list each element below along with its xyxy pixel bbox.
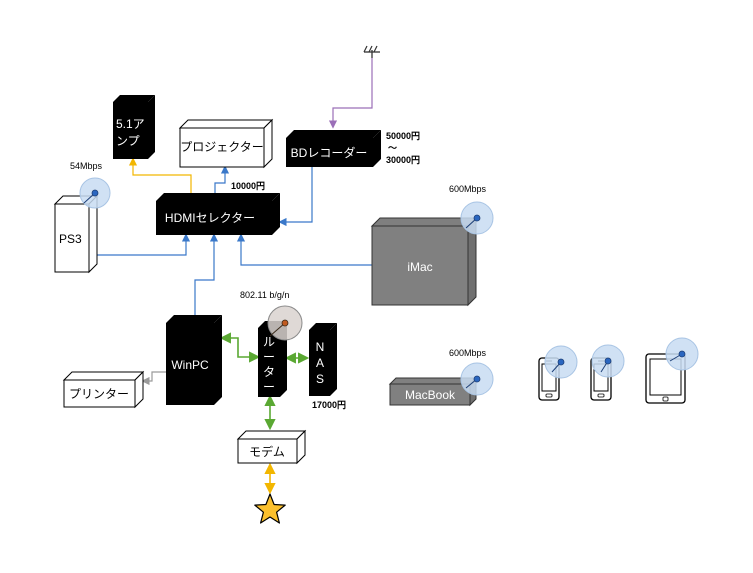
router-label-1: ル xyxy=(263,335,275,349)
winpc-to-selector-line xyxy=(194,233,219,316)
ps3-to-selector-line xyxy=(97,233,191,256)
projector-node[interactable]: プロジェクター xyxy=(178,118,274,169)
router-wifi-label: 802.11 b/g/n xyxy=(240,290,289,300)
smartphone-2-wifi-bubble-icon xyxy=(591,344,625,378)
nas-label-3: S xyxy=(316,372,324,386)
tablet-wifi-bubble-icon xyxy=(665,337,699,371)
winpc-to-printer-line xyxy=(141,371,166,386)
bd-recorder-label: BDレコーダー xyxy=(291,145,368,160)
nas-label-2: A xyxy=(316,356,324,370)
imac-to-selector-line xyxy=(236,233,372,266)
amp-node[interactable]: 5.1ア ンプ xyxy=(113,95,155,159)
imac-wifi-bubble-icon xyxy=(460,201,494,235)
macbook-speed-label: 600Mbps xyxy=(449,348,487,358)
router-wifi-bubble-icon xyxy=(267,305,303,341)
amp-label-line1: 5.1ア xyxy=(116,117,145,131)
bd-price-tilde: ～ xyxy=(388,143,397,153)
modem-label: モデム xyxy=(249,444,285,459)
bd-price-low: 30000円 xyxy=(386,155,420,165)
amp-label-line2: ンプ xyxy=(116,134,140,148)
macbook-label: MacBook xyxy=(405,388,456,402)
winpc-to-router-line xyxy=(219,332,261,363)
imac-speed-label: 600Mbps xyxy=(449,184,487,194)
imac-label: iMac xyxy=(407,260,432,274)
smartphone-1-wifi-bubble-icon xyxy=(544,345,578,379)
router-label-3: タ xyxy=(263,365,275,379)
macbook-wifi-bubble-icon xyxy=(460,362,494,396)
winpc-node[interactable]: WinPC xyxy=(166,315,222,405)
ps3-label: PS3 xyxy=(59,232,82,246)
smartphone-1-icon[interactable] xyxy=(538,357,560,401)
hdmi-selector-label: HDMIセレクター xyxy=(165,211,255,225)
ps3-speed-label: 54Mbps xyxy=(70,161,103,171)
modem-node[interactable]: モデム xyxy=(236,429,307,465)
selector-to-amp-line xyxy=(128,157,192,193)
bd-price-high: 50000円 xyxy=(386,131,420,141)
imac-node[interactable]: iMac xyxy=(370,216,478,307)
router-label-4: ー xyxy=(263,380,275,394)
bd-to-selector-line xyxy=(278,167,313,227)
nas-node[interactable]: N A S xyxy=(309,323,337,396)
nas-label-1: N xyxy=(316,340,325,354)
internet-star-icon xyxy=(254,493,286,524)
bd-recorder-node[interactable]: BDレコーダー xyxy=(286,130,381,167)
printer-node[interactable]: プリンター xyxy=(62,370,145,409)
nas-price: 17000円 xyxy=(312,400,346,410)
antenna-icon xyxy=(363,45,380,58)
printer-label: プリンター xyxy=(69,387,129,401)
selector-price: 10000円 xyxy=(231,181,265,191)
ps3-wifi-bubble-icon xyxy=(79,177,111,209)
selector-to-projector-line xyxy=(214,165,230,193)
router-label-2: ー xyxy=(263,350,275,364)
antenna-to-bd-line xyxy=(328,58,373,129)
hdmi-selector-node[interactable]: HDMIセレクター xyxy=(156,193,280,235)
winpc-label: WinPC xyxy=(171,358,209,372)
projector-label: プロジェクター xyxy=(180,140,264,154)
